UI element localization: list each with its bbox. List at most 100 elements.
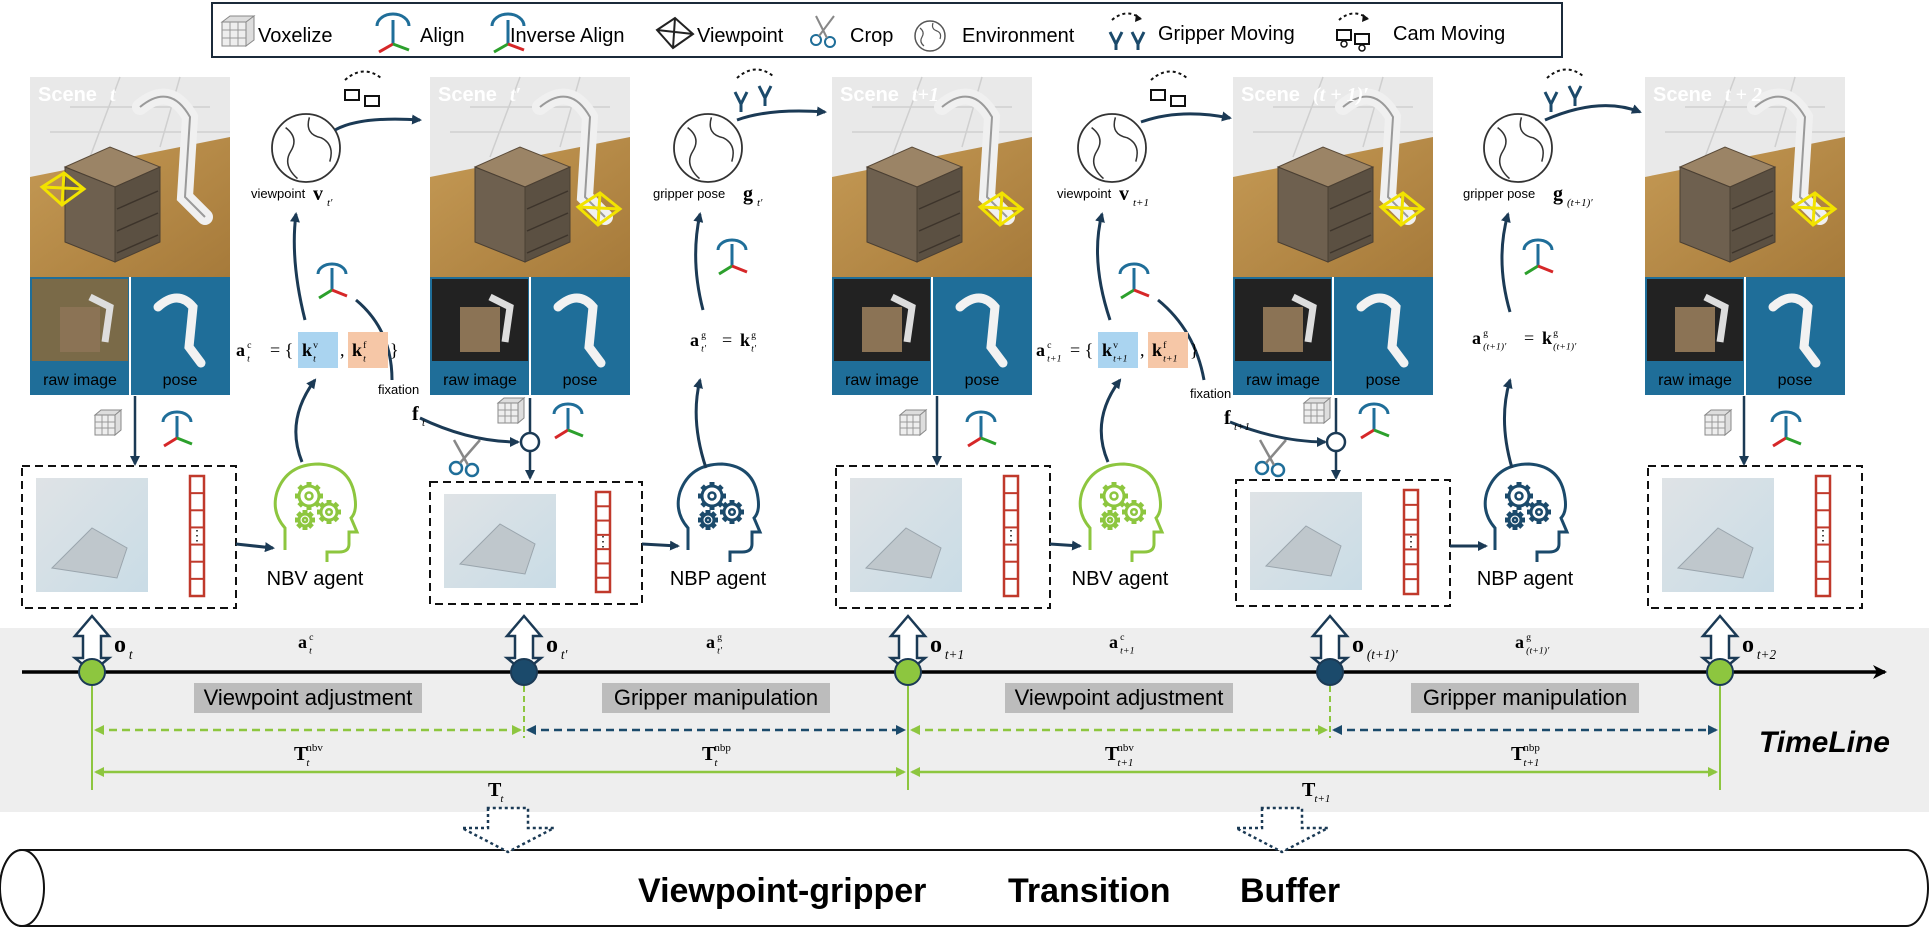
arrow-action-env1 <box>693 212 705 311</box>
environment-icon <box>1483 113 1553 183</box>
legend-crop: Crop <box>850 25 893 47</box>
gripper-moving-icon <box>733 68 774 112</box>
observation-label-base: o <box>1742 632 1754 658</box>
cam-body-1 <box>344 89 360 101</box>
axis-x <box>1772 436 1787 448</box>
action-lhs-sub: t′ <box>701 343 707 354</box>
gear-hub <box>1106 516 1114 524</box>
align-icon <box>1770 410 1802 448</box>
env-label-text: gripper pose <box>1463 186 1535 201</box>
environment-icon <box>673 113 743 183</box>
cabinet-drawer <box>526 234 569 254</box>
action-k2-sup: f <box>1163 340 1167 351</box>
align-arc <box>1770 410 1802 423</box>
globe-continents <box>687 117 734 180</box>
gear-hub <box>704 516 712 524</box>
axis-x <box>1120 288 1135 300</box>
voxel-grid <box>900 415 920 435</box>
cabinet-drawer <box>1329 234 1372 254</box>
point-cloud-shape <box>50 527 128 579</box>
voxel-grid <box>95 415 115 435</box>
gear-ring <box>1102 484 1126 508</box>
crop-node <box>1325 431 1347 453</box>
gear-hub <box>1109 491 1119 501</box>
crop-blade-2 <box>1258 439 1276 466</box>
action-comma: , <box>1140 340 1145 360</box>
voxelize-icon <box>898 408 928 437</box>
voxel-face <box>94 414 116 436</box>
align-icon <box>552 402 584 440</box>
gear-ring <box>1529 502 1549 522</box>
nbv-agent-icon <box>273 462 360 562</box>
move-arc <box>736 68 774 79</box>
timeline-action-1-base: a <box>706 632 715 652</box>
action-k1-sup: v <box>313 340 318 351</box>
gear-ring <box>1507 484 1531 508</box>
gear-ring <box>1124 502 1144 522</box>
gear-ring <box>700 512 716 528</box>
timeline-action-1-sup: g <box>717 632 722 643</box>
raw-image-label: raw image <box>1658 372 1732 389</box>
observation-label-sub: t+2 <box>1757 647 1777 662</box>
action-lhs-sup: g <box>701 330 706 341</box>
agent-label: NBP agent <box>670 568 767 590</box>
environment-arrow <box>736 106 827 122</box>
feature-ellipsis: ⋮ <box>596 533 610 549</box>
cam-moving-icon <box>344 70 382 107</box>
align-arc <box>965 410 997 423</box>
timeline-action-2-sub: t+1 <box>1120 645 1134 656</box>
phase-label-2: Viewpoint adjustment <box>1015 685 1224 710</box>
axis-y <box>176 436 193 446</box>
duration-label-1-sup: nbp <box>714 742 731 754</box>
gear-icon <box>1122 500 1146 524</box>
buffer-word-3: Buffer <box>1240 872 1340 910</box>
observation-label-base: o <box>546 632 558 658</box>
timeline-action-0-sub: t <box>309 645 312 656</box>
align-icon <box>161 410 193 448</box>
timeline-action-3-sub: (t+1)′ <box>1526 645 1550 656</box>
crop-blade-2 <box>452 439 470 466</box>
gear-icon <box>1100 510 1120 530</box>
cabinet-drawer <box>116 190 159 210</box>
head-outline <box>1078 462 1165 562</box>
env-label-math: g <box>743 183 753 205</box>
head-outline <box>676 462 763 562</box>
cabinet-drawer <box>918 234 961 254</box>
gear-icon <box>1527 500 1551 524</box>
gear-ring <box>297 512 313 528</box>
duration-label-3-base: T <box>1511 743 1525 765</box>
scene-sub: (t + 1)′ <box>1313 84 1369 106</box>
feature-vector <box>1402 488 1420 596</box>
legend: Voxelize Align Inverse Align Viewpoint <box>211 2 1563 58</box>
align-arc <box>1358 402 1390 415</box>
observation-box-4: ⋮ <box>1647 465 1863 609</box>
timeline-node-3: o(t+1)′ <box>1309 614 1399 686</box>
gear-icon <box>1100 482 1128 510</box>
arrow-fixation0-crop <box>419 416 520 447</box>
move-arc <box>344 70 382 81</box>
cabinet-drawer <box>116 234 159 254</box>
robot-arm-edge <box>1754 95 1821 218</box>
observation-label-base: o <box>1352 632 1364 658</box>
head-outline <box>1483 462 1570 562</box>
crop-ring-2 <box>1270 462 1286 478</box>
observation-box-0: ⋮ <box>21 465 237 609</box>
cabinet-drawer <box>918 212 961 232</box>
timeline-label: TimeLine <box>1759 726 1890 759</box>
phase-bg-1 <box>602 683 830 713</box>
pose-label: pose <box>965 372 1000 389</box>
action-close: } <box>1190 340 1199 360</box>
gear-icon <box>720 500 744 524</box>
action-rhs-sup: g <box>751 330 756 341</box>
observation-box-3: ⋮ <box>1235 479 1451 607</box>
